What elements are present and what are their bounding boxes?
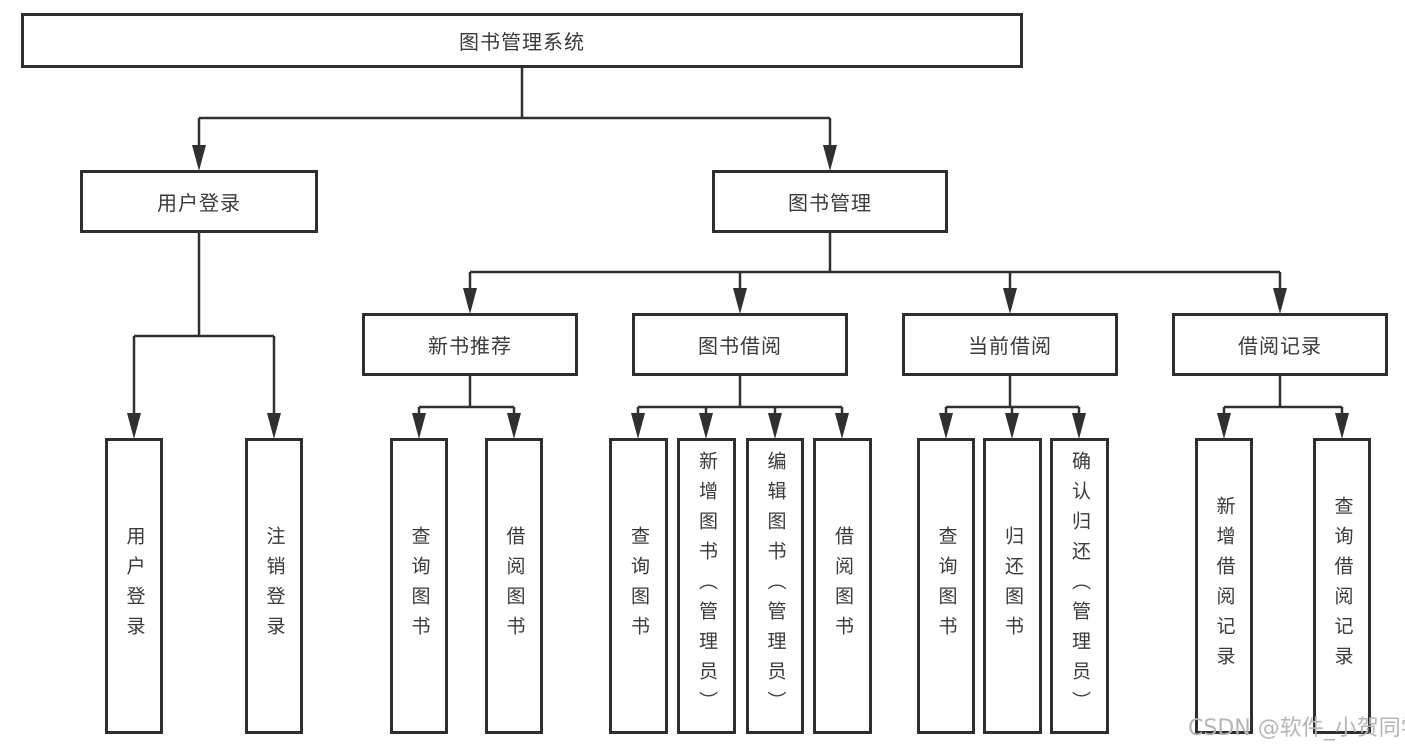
arrowhead-icon xyxy=(1217,413,1231,439)
connector-new-book-recommend-to-children xyxy=(412,376,521,439)
connector-root-to-level2 xyxy=(192,68,837,171)
arrowhead-icon xyxy=(768,413,782,439)
leaf-query-books-current: 查询图书 xyxy=(917,438,975,734)
leaf-edit-book-admin: 编辑图书（管理员） xyxy=(746,438,804,734)
arrowhead-icon xyxy=(507,413,521,439)
arrowhead-icon xyxy=(1335,413,1349,439)
arrowhead-icon xyxy=(192,145,206,171)
leaf-query-books-borrow-label: 查询图书 xyxy=(628,526,650,646)
arrowhead-icon xyxy=(835,413,849,439)
leaf-user-login: 用户登录 xyxy=(105,438,163,734)
leaf-add-book-admin: 新增图书（管理员） xyxy=(677,438,736,734)
node-book-management-label: 图书管理 xyxy=(788,191,872,215)
leaf-confirm-return-admin: 确认归还（管理员） xyxy=(1050,438,1109,734)
leaf-query-books-recommend-label: 查询图书 xyxy=(408,526,431,646)
arrowhead-icon xyxy=(463,288,477,314)
node-user-login-label: 用户登录 xyxy=(157,191,241,215)
node-new-book-recommend-label: 新书推荐 xyxy=(428,334,512,358)
node-root-label: 图书管理系统 xyxy=(459,30,585,54)
node-root: 图书管理系统 xyxy=(21,13,1023,68)
connector-book-management-to-level3 xyxy=(463,233,1287,314)
leaf-confirm-return-admin-label: 确认归还（管理员） xyxy=(1069,451,1091,721)
node-current-borrow-label: 当前借阅 xyxy=(968,334,1052,358)
connector-borrow-records-to-children xyxy=(1217,376,1349,439)
leaf-add-borrow-record-label: 新增借阅记录 xyxy=(1213,496,1236,676)
connector-book-borrow-to-children xyxy=(631,376,849,439)
node-book-borrow-label: 图书借阅 xyxy=(698,334,782,358)
leaf-logout-label: 注销登录 xyxy=(263,526,286,646)
arrowhead-icon xyxy=(823,145,837,171)
leaf-user-login-label: 用户登录 xyxy=(123,526,146,646)
leaf-borrow-books: 借阅图书 xyxy=(813,438,872,734)
arrowhead-icon xyxy=(412,413,426,439)
leaf-query-books-recommend: 查询图书 xyxy=(390,438,448,734)
arrowhead-icon xyxy=(733,288,747,314)
leaf-borrow-books-recommend: 借阅图书 xyxy=(485,438,543,734)
arrowhead-icon xyxy=(699,413,713,439)
node-new-book-recommend: 新书推荐 xyxy=(362,313,578,376)
node-current-borrow: 当前借阅 xyxy=(902,313,1118,376)
node-user-login: 用户登录 xyxy=(80,170,318,233)
leaf-return-book: 归还图书 xyxy=(983,438,1042,734)
connector-user-login-to-children xyxy=(127,233,281,439)
arrowhead-icon xyxy=(267,413,281,439)
leaf-return-book-label: 归还图书 xyxy=(1002,526,1024,646)
node-borrow-records: 借阅记录 xyxy=(1172,313,1388,376)
leaf-add-book-admin-label: 新增图书（管理员） xyxy=(696,451,718,721)
leaf-query-books-borrow: 查询图书 xyxy=(609,438,668,734)
arrowhead-icon xyxy=(1273,288,1287,314)
node-borrow-records-label: 借阅记录 xyxy=(1238,334,1322,358)
leaf-query-borrow-record: 查询借阅记录 xyxy=(1313,438,1371,734)
leaf-borrow-books-recommend-label: 借阅图书 xyxy=(503,526,526,646)
leaf-query-borrow-record-label: 查询借阅记录 xyxy=(1331,496,1354,676)
connector-current-borrow-to-children xyxy=(939,376,1086,439)
arrowhead-icon xyxy=(939,413,953,439)
leaf-edit-book-admin-label: 编辑图书（管理员） xyxy=(764,451,787,721)
arrowhead-icon xyxy=(631,413,645,439)
leaf-add-borrow-record: 新增借阅记录 xyxy=(1195,438,1253,734)
leaf-logout: 注销登录 xyxy=(245,438,303,734)
node-book-borrow: 图书借阅 xyxy=(632,313,848,376)
leaf-borrow-books-label: 借阅图书 xyxy=(832,526,854,646)
arrowhead-icon xyxy=(1003,288,1017,314)
arrowhead-icon xyxy=(127,413,141,439)
leaf-query-books-current-label: 查询图书 xyxy=(935,526,958,646)
arrowhead-icon xyxy=(1072,413,1086,439)
node-book-management: 图书管理 xyxy=(712,170,948,233)
arrowhead-icon xyxy=(1005,413,1019,439)
